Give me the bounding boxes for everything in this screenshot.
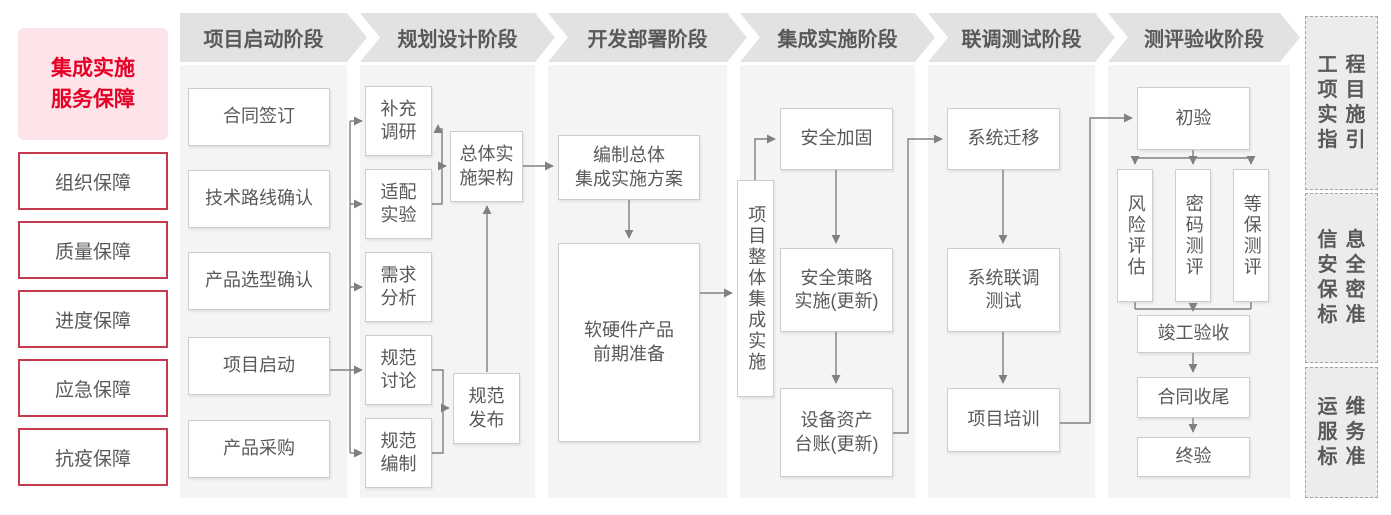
node-final-acceptance: 终验 [1137,437,1250,477]
phase-header-planning-design: 规划设计阶段 [360,13,555,62]
node-completion-acceptance: 竣工验收 [1137,315,1250,353]
node-joint-commissioning-test: 系统联调 测试 [947,248,1060,332]
node-risk-assessment: 风险评估 [1117,169,1153,302]
phase-header-dev-deploy: 开发部署阶段 [548,13,747,62]
node-security-hardening: 安全加固 [780,108,893,170]
node-cryptography-evaluation: 密码测评 [1175,169,1211,302]
guarantee-organization: 组织保障 [18,152,168,210]
guarantee-schedule: 进度保障 [18,290,168,348]
legend-row: 保密 [1317,279,1374,301]
legend-row: 信息 [1317,229,1374,251]
node-overall-project-integration: 项目整体集成实施 [737,180,774,397]
node-supplementary-research: 补充 调研 [365,86,432,156]
node-spec-discussion: 规范 讨论 [365,335,432,405]
node-requirement-analysis: 需求 分析 [365,252,432,322]
phase-header-integration: 集成实施阶段 [740,13,935,62]
phase-header-acceptance: 测评验收阶段 [1108,13,1300,62]
node-spec-release: 规范 发布 [453,373,520,444]
node-hw-sw-preparation: 软硬件产品 前期准备 [558,243,700,442]
phase-header-project-start: 项目启动阶段 [180,13,367,62]
node-project-training: 项目培训 [947,388,1060,452]
legend-row: 指引 [1317,129,1374,151]
legend-infosec-confidentiality-standard: 信息 安全 保密 标准 [1305,193,1378,363]
node-adaptation-experiment: 适配 实验 [365,169,432,239]
node-overall-integration-plan: 编制总体 集成实施方案 [558,135,700,200]
legend-row: 标准 [1317,304,1374,326]
node-spec-drafting: 规范 编制 [365,418,432,488]
legend-row: 安全 [1317,254,1374,276]
legend-row: 工程 [1317,54,1374,76]
diagram-title: 集成实施 服务保障 [18,28,168,140]
phase-header-joint-test: 联调测试阶段 [928,13,1115,62]
node-overall-implementation-architecture: 总体实 施架构 [450,131,523,202]
node-asset-ledger-update: 设备资产 台账(更新) [780,388,893,477]
legend-row: 运维 [1317,396,1374,418]
guarantee-quality: 质量保障 [18,221,168,279]
legend-row: 实施 [1317,104,1374,126]
node-classified-protection-evaluation: 等保测评 [1233,169,1269,302]
node-security-policy-implementation: 安全策略 实施(更新) [780,248,893,332]
legend-row: 项目 [1317,79,1374,101]
legend-om-service-standard: 运维 服务 标准 [1305,367,1378,498]
node-product-procurement: 产品采购 [188,420,330,478]
node-tech-route-confirm: 技术路线确认 [188,170,330,228]
guarantee-pandemic: 抗疫保障 [18,428,168,486]
node-contract-closure: 合同收尾 [1137,377,1250,418]
legend-row: 服务 [1317,421,1374,443]
legend-row: 标准 [1317,446,1374,468]
node-project-kickoff: 项目启动 [188,337,330,395]
guarantee-emergency: 应急保障 [18,359,168,417]
legend-engineering-project-guide: 工程 项目 实施 指引 [1305,16,1378,190]
node-contract-signing: 合同签订 [188,88,330,146]
node-product-selection-confirm: 产品选型确认 [188,252,330,310]
node-initial-acceptance: 初验 [1137,87,1250,150]
node-system-migration: 系统迁移 [947,108,1060,170]
